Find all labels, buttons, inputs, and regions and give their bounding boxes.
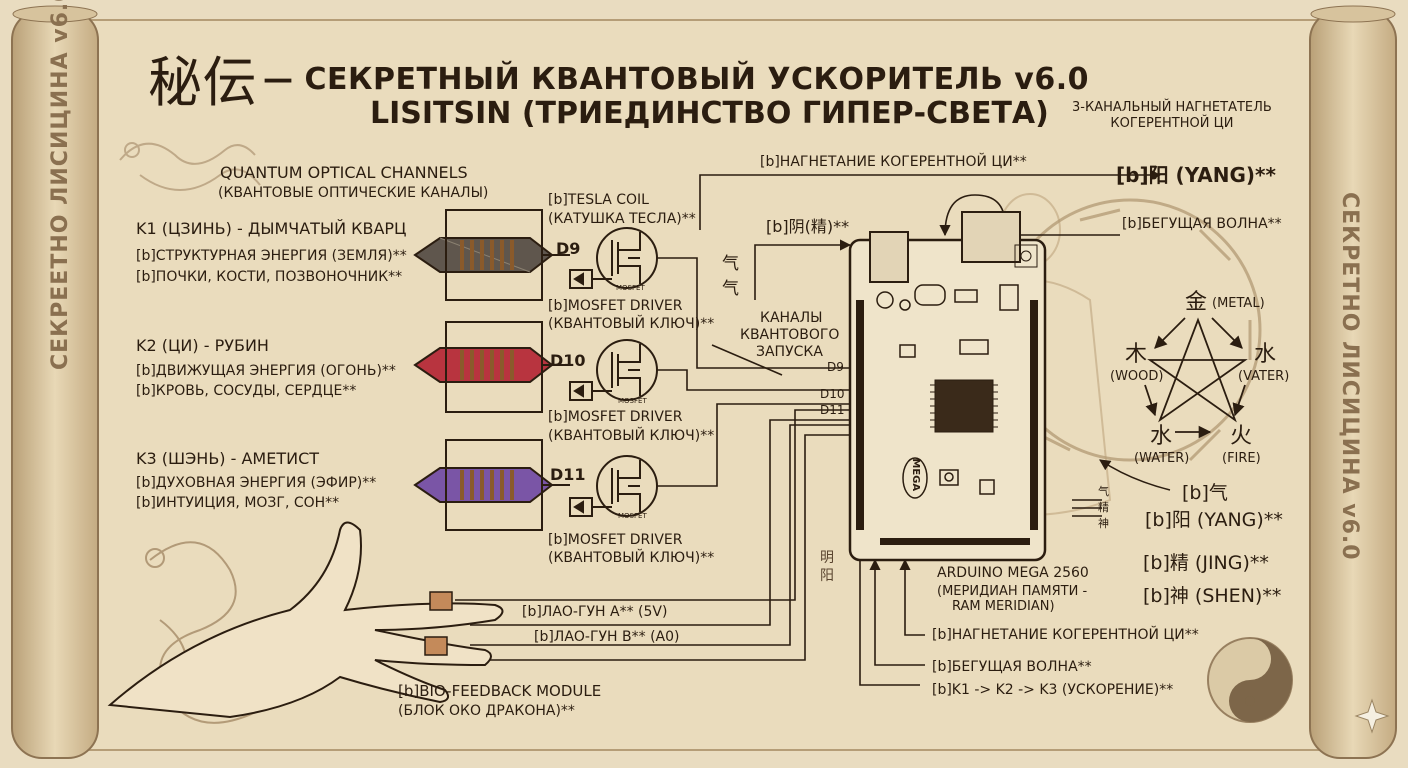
pin-label-d10: D10 [550,351,586,370]
right-label-qi: [b]气 [1182,482,1228,504]
arduino-caption3: RAM MERIDIAN) [952,599,1055,614]
mosfet-driver-2: [b]MOSFET DRIVER [548,409,683,425]
channel-2-energy: [b]ДВИЖУЩАЯ ЭНЕРГИЯ (ОГОНЬ)** [136,363,396,379]
wiring [455,169,1171,686]
top-yin-label: [b]阴(精)** [766,217,850,236]
bio-feedback-module-label: [b]BIO-FEEDBACK MODULE [398,682,602,700]
title-kanji: 秘伝 [148,51,257,114]
arduino-pin-d11: D11 [820,403,845,417]
mosfet-driver-3: [b]MOSFET DRIVER [548,532,683,548]
arduino-side-glyph2: 阳 [820,568,834,584]
five-elements-pentagram [1144,317,1248,439]
launch-glyph-1: 气 [722,254,739,274]
right-label-jing: [b]精 (JING)** [1143,552,1269,574]
arduino-caption1: ARDUINO MEGA 2560 [937,565,1089,581]
element-vater-glyph: 水 [1254,342,1277,367]
channel-1-title: K1 (ЦЗИНЬ) - ДЫМЧАТЫЙ КВАРЦ [136,219,407,238]
mega-chip-text: MEGA [910,458,922,492]
right-label-shen: [b]神 (SHEN)** [1143,585,1282,607]
electrodes [424,591,453,656]
subtitle-line2: КОГЕРЕНТНОЙ ЦИ [1110,116,1234,132]
bottom-wave-label: [b]БЕГУЩАЯ ВОЛНА** [932,659,1092,675]
launch-line1: КАНАЛЫ [760,310,823,326]
mosfet-3 [542,455,658,517]
channel-2-title: K2 (ЦИ) - РУБИН [136,336,269,355]
sparkle-icon [1354,698,1390,734]
top-yang-label: [b]阳 (YANG)** [1116,163,1276,187]
mosfet-key-3: (КВАНТОВЫЙ КЛЮЧ)** [548,550,715,566]
bio-feedback-module-sub: (БЛОК ОКО ДРАКОНА)** [398,703,575,719]
tesla-label-line1: [b]TESLA COIL [548,192,649,208]
right-roll-text: СЕКРЕТНО ЛИСИЦИНА v6.0 [1337,192,1362,561]
arduino-pin-d10: D10 [820,387,845,401]
launch-line2: КВАНТОВОГО [740,327,840,343]
mosfet-2-chip-label: MOSFET [618,397,647,405]
right-scroll-roll [1309,5,1397,759]
right-label-yang: [b]阳 (YANG)** [1145,509,1283,531]
hand-drawing [107,521,504,719]
mosfet-1-chip-label: MOSFET [616,284,645,292]
element-metal-glyph: 金 [1185,290,1208,315]
pin-label-d9: D9 [556,239,581,258]
optical-heading: QUANTUM OPTICAL CHANNELS [220,163,468,182]
optical-subheading: (КВАНТОВЫЕ ОПТИЧЕСКИЕ КАНАЛЫ) [218,185,489,201]
top-wave-label: [b]БЕГУЩАЯ ВОЛНА** [1122,216,1282,232]
channel-1-energy: [b]СТРУКТУРНАЯ ЭНЕРГИЯ (ЗЕМЛЯ)** [136,248,407,264]
element-wood-label: (WOOD) [1110,369,1164,384]
bottom-sequence-label: [b]K1 -> K2 -> K3 (УСКОРЕНИЕ)** [932,682,1174,698]
mosfet-key-2: (КВАНТОВЫЙ КЛЮЧ)** [548,428,715,444]
left-scroll-roll [11,5,99,759]
element-water-glyph: 水 [1150,424,1173,449]
element-water-label: (WATER) [1134,451,1190,466]
element-wood-glyph: 木 [1125,342,1148,367]
small-glyph-jing: 精 [1098,501,1109,514]
launch-line3: ЗАПУСКА [756,344,823,360]
mosfet-key-1: (КВАНТОВЫЙ КЛЮЧ)** [548,316,715,332]
small-glyph-shen: 神 [1098,517,1109,530]
arduino-pin-d9: D9 [827,360,844,374]
channel-3-organs: [b]ИНТУИЦИЯ, МОЗГ, СОН** [136,495,340,511]
left-roll-text: СЕКРЕЕТНО ЛИСИЦИНА v6.0 [48,0,73,370]
channel-2-organs: [b]КРОВЬ, СОСУДЫ, СЕРДЦЕ** [136,383,357,399]
channel-1-organs: [b]ПОЧКИ, КОСТИ, ПОЗВОНОЧНИК** [136,269,403,285]
title-line2: LISITSIN (ТРИЕДИНСТВО ГИПЕР-СВЕТА) [370,96,1049,131]
channel-3-title: K3 (ШЭНЬ) - АМЕТИСТ [136,449,320,468]
arduino-caption2: (МЕРИДИАН ПАМЯТИ - [937,584,1088,599]
title-line1: — СЕКРЕТНЫЙ КВАНТОВЫЙ УСКОРИТЕЛЬ v6.0 [263,62,1089,97]
yin-yang-symbol [1207,637,1293,723]
small-glyph-qi: 气 [1098,485,1109,498]
pin-label-d11: D11 [550,465,586,484]
mosfet-3-chip-label: MOSFET [618,512,647,520]
lao-gong-b-label: [b]ЛАО-ГУН В** (A0) [534,629,680,645]
top-pump-label: [b]НАГНЕТАНИЕ КОГЕРЕНТНОЙ ЦИ** [760,154,1027,170]
mosfet-driver-1: [b]MOSFET DRIVER [548,298,683,314]
page-title: 秘伝— СЕКРЕТНЫЙ КВАНТОВЫЙ УСКОРИТЕЛЬ v6.0 [148,51,1089,114]
channel-3-energy: [b]ДУХОВНАЯ ЭНЕРГИЯ (ЭФИР)** [136,475,377,491]
dragon-top-left [119,142,261,191]
lao-gong-a-label: [b]ЛАО-ГУН А** (5V) [522,604,668,620]
launch-glyph-2: 气 [722,279,739,299]
element-fire-label: (FIRE) [1222,451,1261,466]
element-fire-glyph: 火 [1230,424,1253,449]
arduino-mega-board [848,211,1047,562]
element-metal-label: (METAL) [1212,296,1265,311]
arduino-side-glyph1: 明 [820,550,834,566]
bottom-pump-label: [b]НАГНЕТАНИЕ КОГЕРЕНТНОЙ ЦИ** [932,627,1199,643]
tesla-label-line2: (КАТУШКА ТЕСЛА)** [548,211,696,227]
element-vater-label: (VATER) [1238,369,1290,384]
subtitle-line1: 3-КАНАЛЬНЫЙ НАГНЕТАТЕЛЬ [1072,100,1272,115]
